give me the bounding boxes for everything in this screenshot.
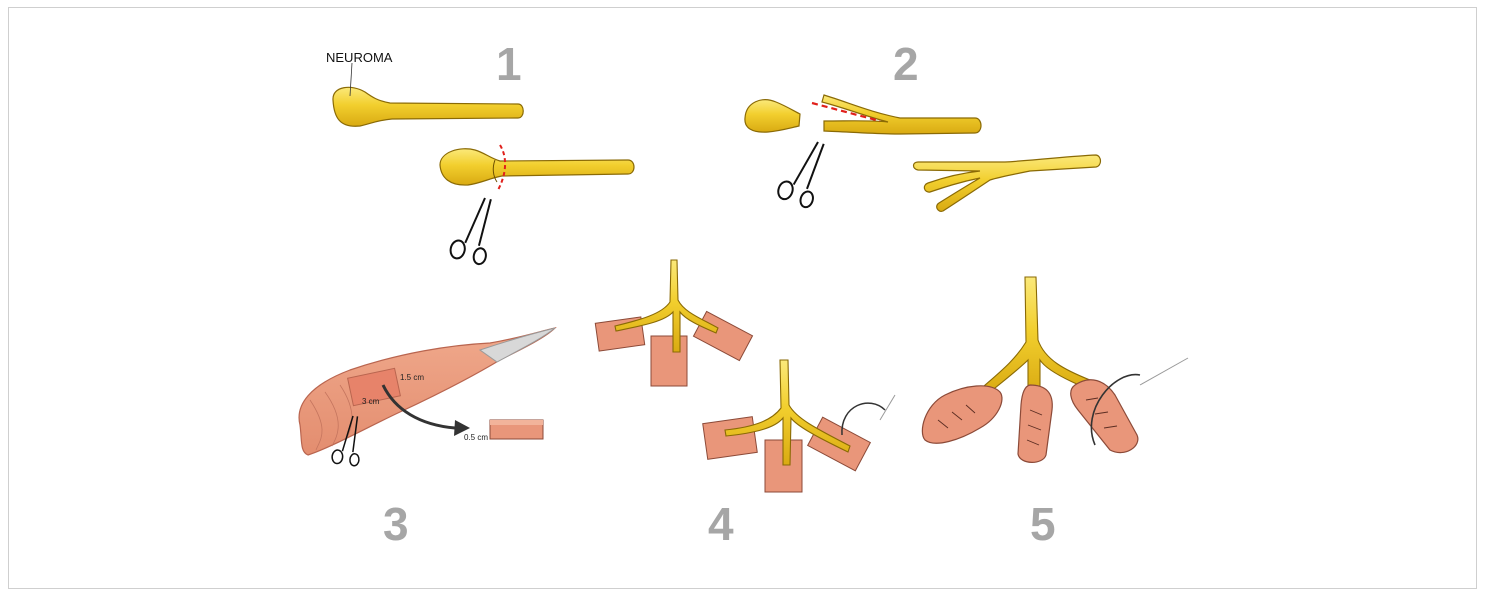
scissors-icon [449, 193, 498, 265]
dimension-width-label: 3 cm [362, 397, 380, 406]
scissors-icon [776, 135, 831, 209]
step-2-excised-neuroma [745, 100, 800, 132]
step-5-branched-nerve [984, 277, 1090, 395]
suture-needle-icon [842, 395, 895, 435]
step-1-neuroma-nerve [333, 87, 523, 126]
step-3-muscle-graft [490, 420, 543, 439]
dimension-length-label: 1.5 cm [400, 373, 424, 382]
dimension-thickness-label: 0.5 cm [464, 433, 488, 442]
step-1-nerve-resection [440, 149, 634, 185]
step-number-3: 3 [383, 498, 409, 550]
step-2-split-nerve [822, 95, 981, 134]
step-number-4: 4 [708, 498, 734, 550]
step-number-1: 1 [496, 38, 522, 90]
step-number-5: 5 [1030, 498, 1056, 550]
step-2-fascicles [914, 155, 1101, 211]
step-number-2: 2 [893, 38, 919, 90]
neuroma-label: NEUROMA [326, 50, 393, 65]
